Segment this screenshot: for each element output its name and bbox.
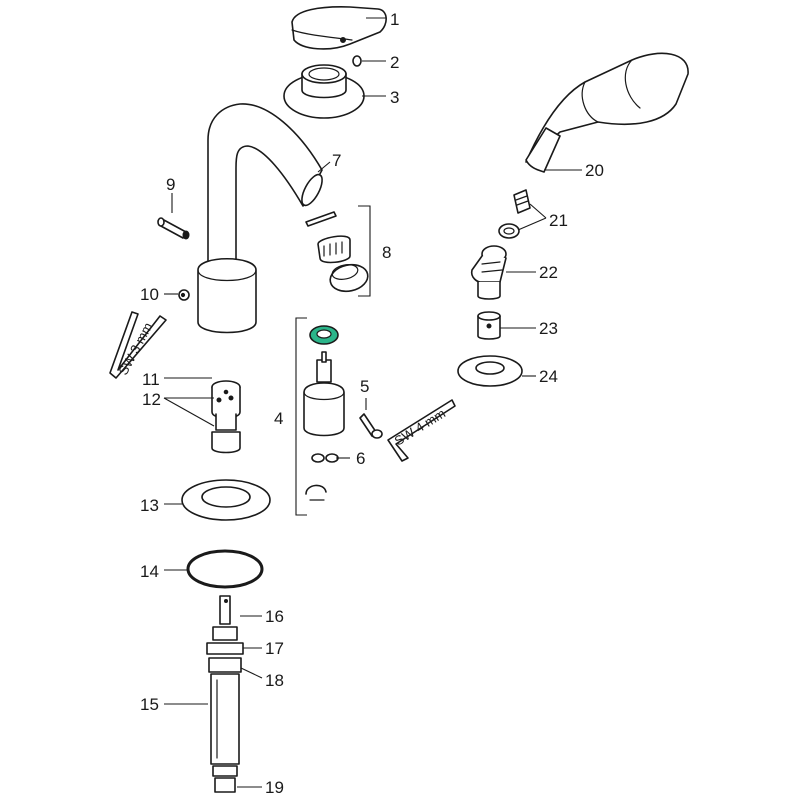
callout-11: 11 <box>142 370 160 389</box>
callout-22: 22 <box>539 263 558 282</box>
callout-5: 5 <box>360 377 369 396</box>
allen-key-sw4-label: SW 4 mm <box>392 406 448 449</box>
leader-lines <box>163 17 582 788</box>
allen-key-sw3: SW 3 mm <box>109 311 167 379</box>
part-shower-nut-seal <box>498 189 531 239</box>
callout-21: 21 <box>549 211 568 230</box>
part-spout-body <box>197 103 323 334</box>
callout-3: 3 <box>390 88 399 107</box>
callout-numbers: 1 2 3 4 5 6 7 8 9 10 11 12 13 14 15 16 1… <box>140 10 604 797</box>
callout-24: 24 <box>539 367 558 386</box>
part-diverter-pin <box>157 217 190 240</box>
part-base-ring <box>181 479 271 521</box>
callout-23: 23 <box>539 319 558 338</box>
callout-6: 6 <box>356 449 365 468</box>
part-set-screw <box>352 55 362 67</box>
part-handle-lever <box>291 6 387 50</box>
part-diverter-body <box>211 380 241 454</box>
callout-19: 19 <box>265 778 284 797</box>
callout-20: 20 <box>585 161 604 180</box>
callout-9: 9 <box>166 175 175 194</box>
callout-10: 10 <box>140 285 159 304</box>
part-aerator-set <box>305 211 369 293</box>
callout-1: 1 <box>390 10 399 29</box>
callout-14: 14 <box>140 562 159 581</box>
callout-7: 7 <box>332 151 341 170</box>
callout-12: 12 <box>142 390 161 409</box>
callout-13: 13 <box>140 496 159 515</box>
part-small-plug <box>178 289 190 301</box>
callout-16: 16 <box>265 607 284 626</box>
part-cartridge-set <box>303 325 345 501</box>
part-hose-connector <box>470 245 507 300</box>
callout-17: 17 <box>265 639 284 658</box>
part-hand-shower <box>525 52 689 173</box>
callout-18: 18 <box>265 671 284 690</box>
part-cartridge-screw <box>359 413 383 439</box>
bracket-4 <box>295 317 307 516</box>
bracket-8 <box>358 205 371 297</box>
part-connection-rod <box>206 595 244 793</box>
callout-8: 8 <box>382 243 391 262</box>
callout-15: 15 <box>140 695 159 714</box>
callout-2: 2 <box>390 53 399 72</box>
part-o-ring <box>186 549 264 589</box>
part-escutcheon-ring <box>283 64 365 119</box>
callout-4: 4 <box>274 409 283 428</box>
allen-key-sw4: SW 4 mm <box>387 399 456 462</box>
part-check-valve <box>477 311 501 340</box>
part-hose-guide-ring <box>457 355 523 387</box>
